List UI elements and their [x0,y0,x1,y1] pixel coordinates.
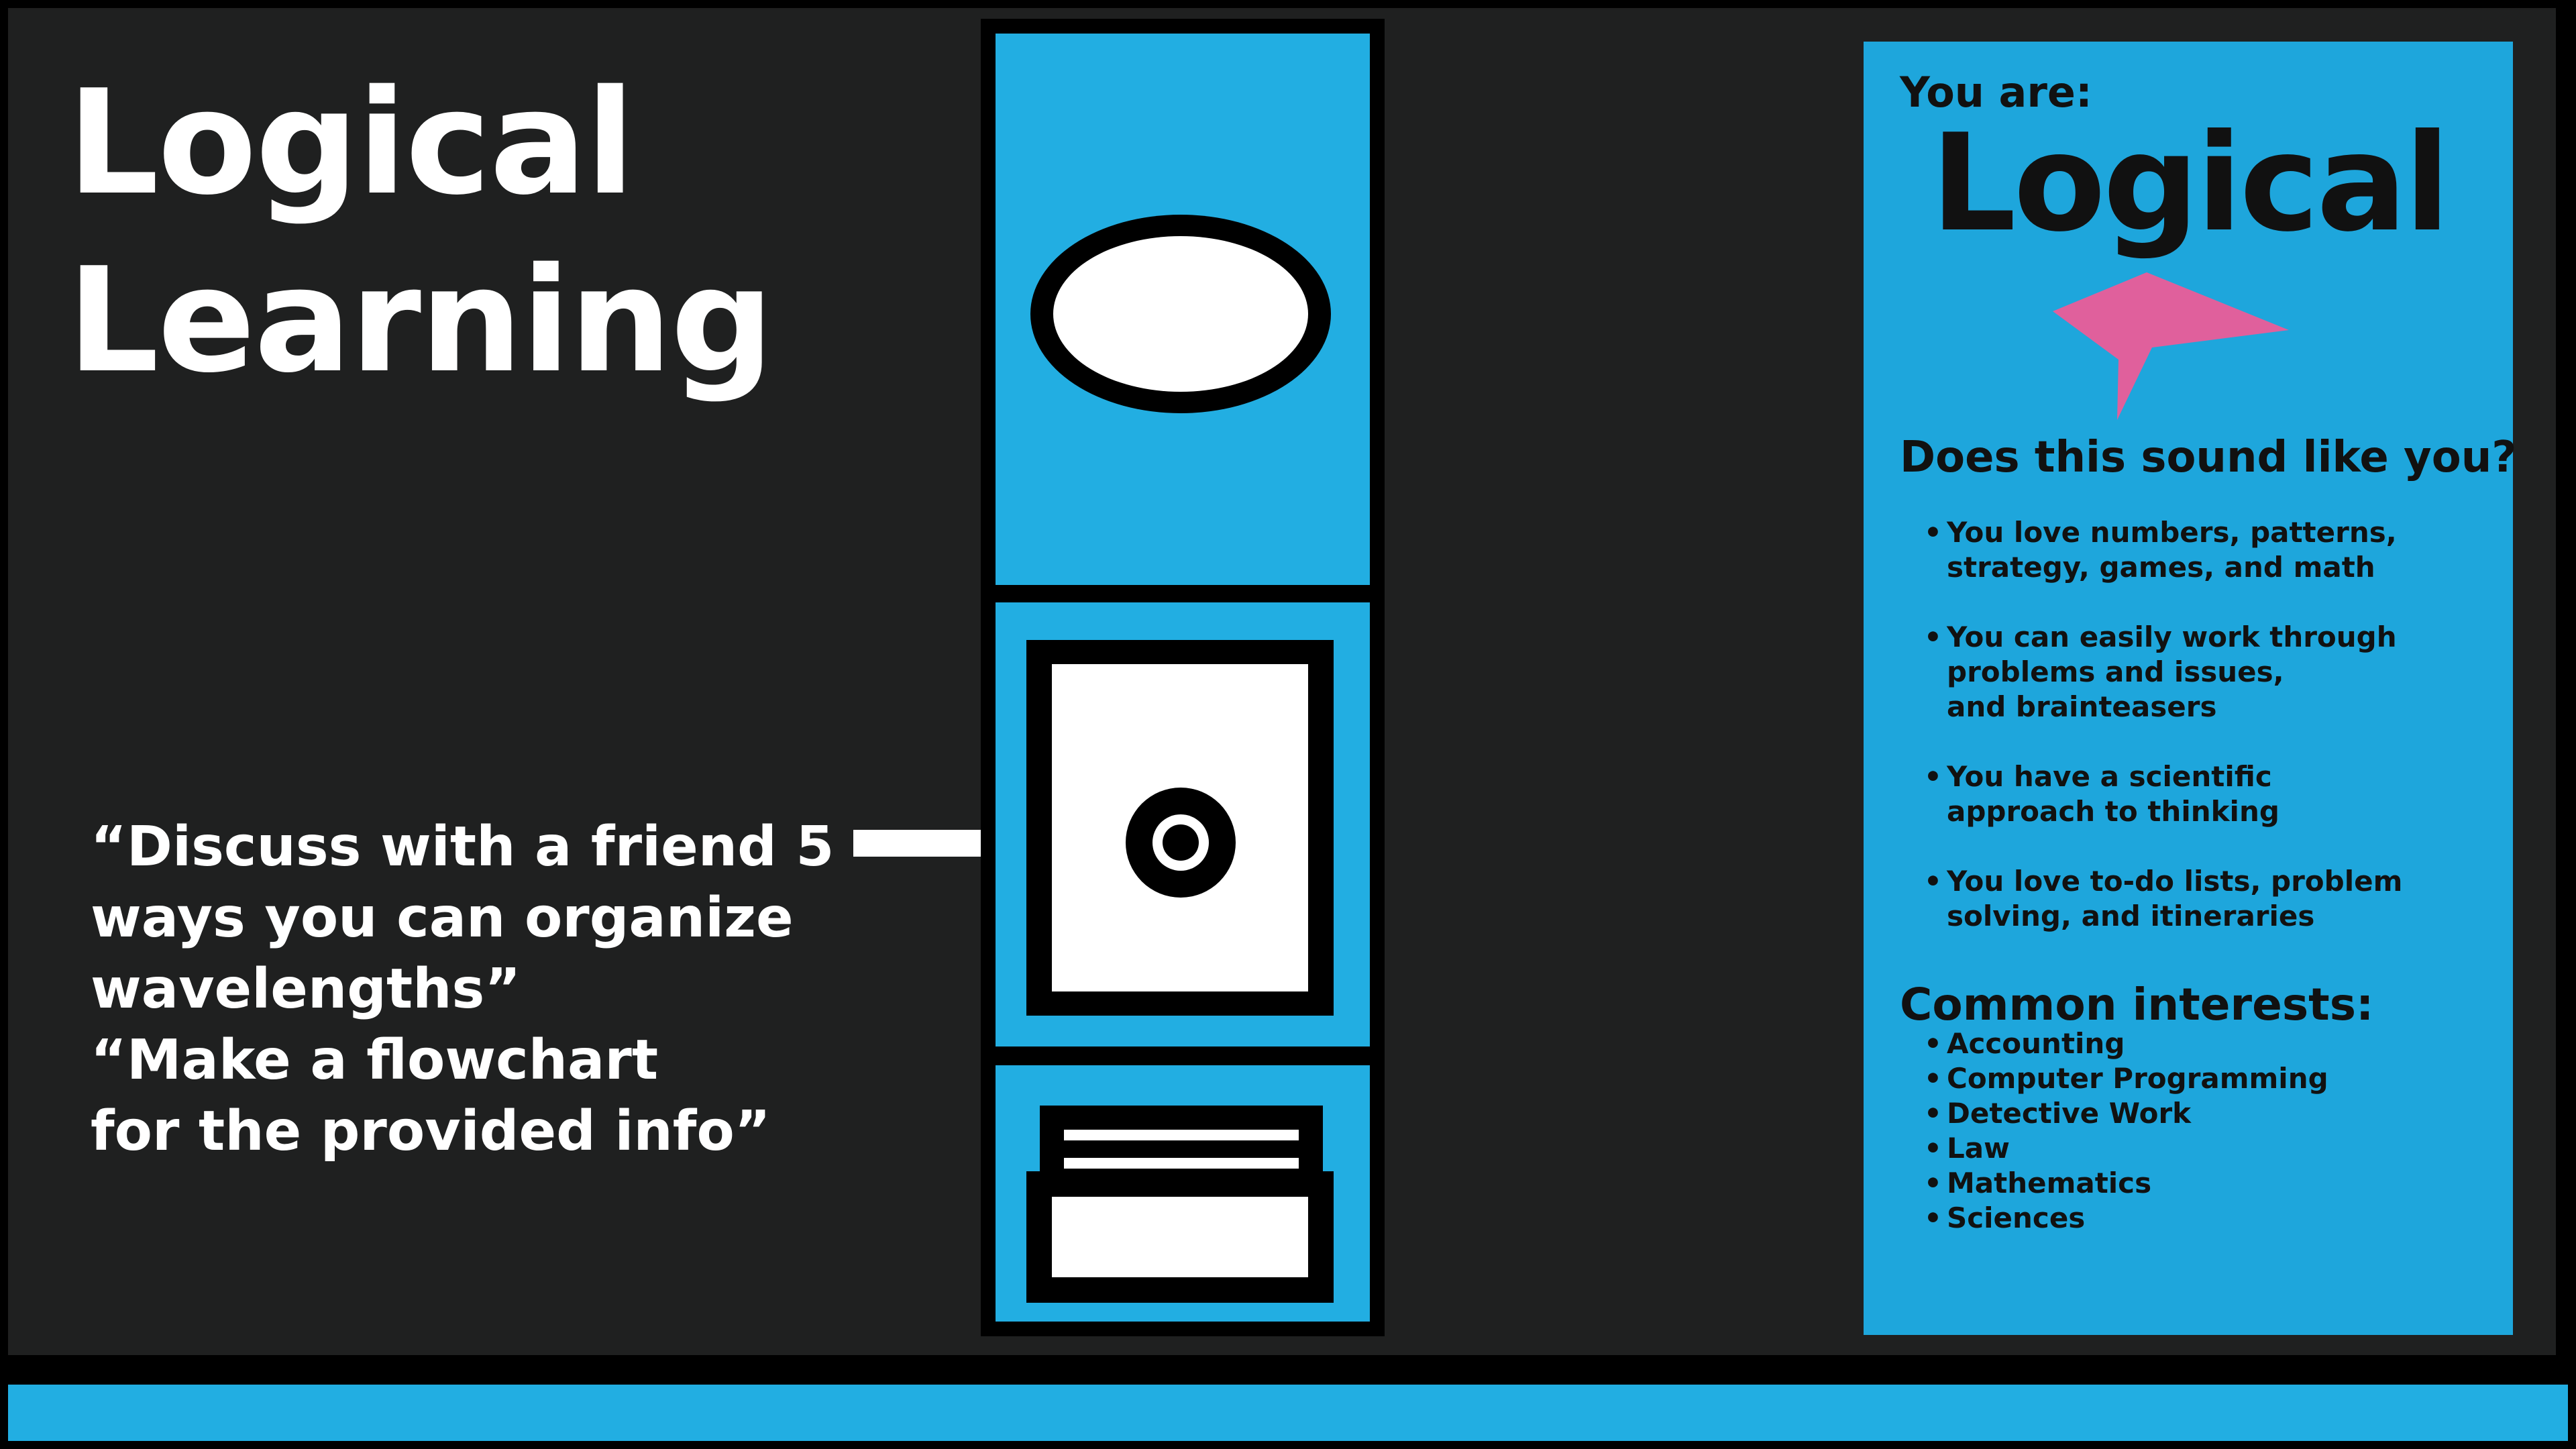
activity-quote: “Discuss with a friend 5 ways you can or… [91,812,834,1167]
trait-item: You can easily work through problems and… [1924,620,2501,724]
title-line-2: Learning [67,236,774,405]
trait-item: You have a scientific approach to thinki… [1924,759,2501,829]
activity-line: wavelengths” [91,957,521,1021]
speech-bubble-icon [2053,270,2294,431]
question-heading: Does this sound like you? [1900,433,2517,482]
interest-item: Mathematics [1924,1166,2328,1201]
bottom-accent-strip [8,1385,2568,1441]
learning-type-label: Logical [1931,105,2451,262]
activity-line: “Discuss with a friend 5 [91,815,835,879]
activity-line: “Make a flowchart [91,1028,659,1092]
ring-icon [1126,788,1236,898]
interests-heading: Common interests: [1900,979,2374,1030]
interest-item: Computer Programming [1924,1061,2328,1096]
learning-style-card: You are: Logical Does this sound like yo… [1864,42,2517,1335]
drawer-tray-icon [1026,1106,1334,1303]
interest-item: Law [1924,1131,2328,1166]
title-line-1: Logical [67,58,635,227]
traits-list: You love numbers, patterns, strategy, ga… [1924,515,2501,969]
slide-title: Logical Learning [67,54,774,409]
interest-item: Sciences [1924,1201,2328,1236]
card-file-icon [981,19,1385,1336]
interest-item: Accounting [1924,1026,2328,1061]
activity-line: ways you can organize [91,886,794,950]
interests-list: Accounting Computer Programming Detectiv… [1924,1026,2328,1236]
trait-item: You love numbers, patterns, strategy, ga… [1924,515,2501,585]
oval-slot-icon [1030,215,1331,413]
trait-item: You love to-do lists, problem solving, a… [1924,864,2501,934]
interest-item: Detective Work [1924,1096,2328,1131]
you-are-label: You are: [1900,68,2092,117]
activity-line: for the provided info” [91,1099,771,1163]
